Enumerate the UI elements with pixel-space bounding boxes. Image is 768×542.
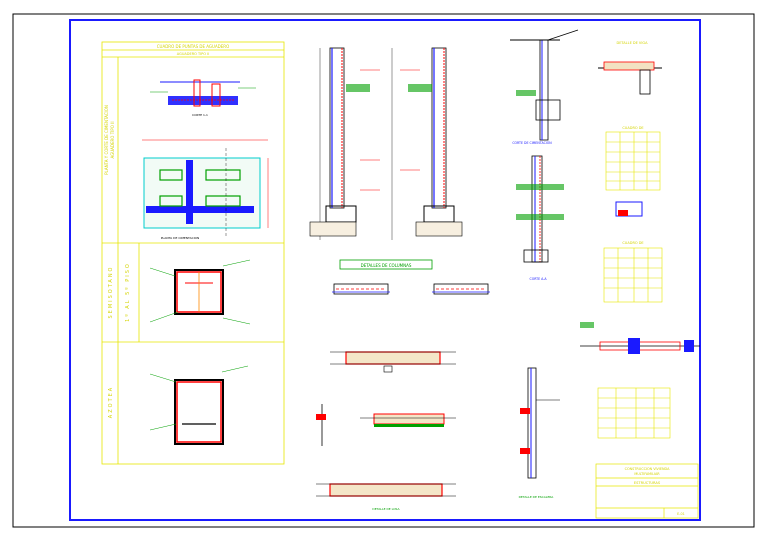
beam-detail-2 bbox=[316, 404, 456, 446]
detail-caption-a: CORTE DE CIMENTACION bbox=[512, 141, 552, 145]
beam-detail-1 bbox=[330, 351, 456, 373]
bottom-caption-2: DETALLE DE ESCALERA bbox=[519, 495, 555, 499]
drawing-border bbox=[69, 19, 701, 521]
left-detail-table bbox=[101, 41, 285, 465]
left-vertical-label-1: PLANTA Y CORTE DE CIMENTACION bbox=[104, 105, 109, 175]
table-2-title: CUADRO DE bbox=[622, 241, 643, 245]
slab-section-2 bbox=[432, 283, 490, 295]
column-section-2 bbox=[149, 365, 249, 445]
foundation-plan bbox=[142, 139, 269, 238]
rebar-table-3 bbox=[597, 387, 671, 439]
section-caption-1: CORTE 1-1 bbox=[192, 113, 208, 117]
title-block bbox=[595, 463, 699, 519]
column-elevation-2 bbox=[391, 47, 463, 240]
column-detail-upper bbox=[510, 29, 579, 141]
footing-section-top bbox=[150, 79, 256, 107]
title-block-line-1: CONSTRUCCION VIVIENDA bbox=[625, 467, 671, 471]
row-label-semisotano: SEMISOTANO bbox=[108, 266, 114, 319]
rebar-table-1 bbox=[605, 131, 661, 191]
left-table-subtitle: AGUADERO TIPO II bbox=[177, 52, 209, 56]
right-top-title: DETALLE DE VIGA bbox=[617, 41, 649, 45]
bottom-caption-1: DETALLE DE LOSA bbox=[372, 507, 400, 511]
small-section-right bbox=[615, 201, 643, 217]
plan-caption: PLANTA DE CIMENTACION bbox=[161, 236, 200, 240]
left-vertical-label-2: AGUADERO TIPO II bbox=[110, 121, 115, 158]
column-section-1 bbox=[149, 259, 251, 325]
rebar-table-2 bbox=[603, 247, 663, 303]
beam-detail-3 bbox=[316, 483, 456, 497]
row-label-piso: 1º AL 5º PISO bbox=[125, 262, 131, 322]
beam-detail-right bbox=[598, 61, 662, 95]
left-table-title: CUADRO DE PUNTAS DE AGUADERO bbox=[157, 44, 229, 49]
slab-section-1 bbox=[332, 283, 390, 295]
center-title-box bbox=[339, 259, 433, 270]
row-label-azotea: AZOTEA bbox=[108, 386, 114, 418]
center-title: DETALLES DE COLUMNAS bbox=[361, 263, 412, 268]
outer-frame bbox=[12, 13, 755, 528]
title-block-sheet: E-01 bbox=[677, 512, 685, 516]
column-elevation-1 bbox=[309, 47, 380, 240]
long-beam-right bbox=[580, 322, 700, 354]
title-block-line-3: ESTRUCTURAS bbox=[634, 481, 661, 485]
stair-detail bbox=[520, 367, 560, 479]
column-detail-lower bbox=[516, 155, 564, 263]
title-block-line-2: MULTIFAMILIAR bbox=[634, 472, 660, 476]
table-1-title: CUADRO DE bbox=[622, 126, 643, 130]
detail-caption-b: CORTE A-A bbox=[529, 277, 547, 281]
